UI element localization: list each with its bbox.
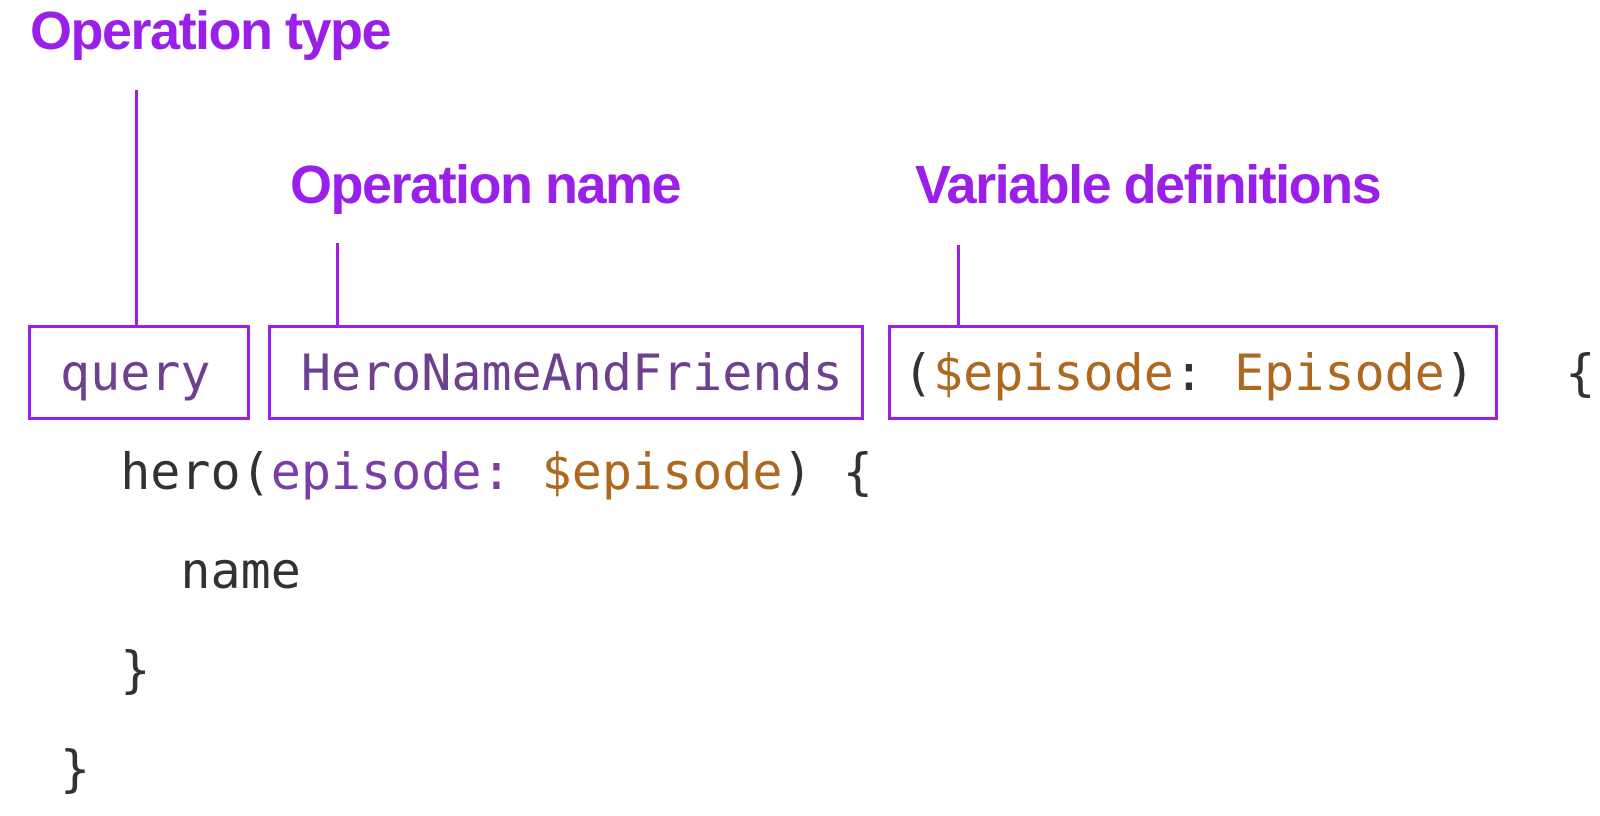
- code-token-plain: hero(: [60, 443, 271, 501]
- code-token-plain: [1204, 344, 1234, 402]
- code-token-plain: ): [1444, 344, 1475, 402]
- code-token-var: $episode: [541, 443, 783, 501]
- code-token-plain: [843, 344, 903, 402]
- variable-definitions-connector-line: [957, 245, 960, 325]
- code-token-plain: ) {: [782, 443, 873, 501]
- code-token-plain: {: [1565, 344, 1596, 402]
- code-line-inner-close-brace: }: [60, 621, 1595, 720]
- code-token-var: Episode: [1234, 344, 1445, 402]
- code-token-plain: (: [902, 344, 934, 402]
- operation-name-label: Operation name: [290, 155, 682, 215]
- code-token-plain: }: [60, 641, 151, 699]
- code-line-hero-field: hero(episode: $episode) {: [60, 423, 1595, 522]
- code-token-var: $episode: [933, 344, 1174, 402]
- code-token-kw: query: [60, 344, 211, 402]
- code-token-kw: HeroNameAndFriends: [300, 344, 843, 402]
- code-line-query-signature: query HeroNameAndFriends ($episode: Epis…: [60, 324, 1595, 423]
- code-token-plain: [211, 344, 301, 402]
- code-line-outer-close-brace: }: [60, 720, 1595, 816]
- operation-type-box: [28, 325, 250, 420]
- code-line-name-field: name: [60, 522, 1595, 621]
- code-token-plain: [512, 443, 542, 501]
- operation-name-connector-line: [336, 243, 339, 325]
- operation-type-label: Operation type: [30, 1, 392, 61]
- operation-name-box: [268, 325, 864, 420]
- variable-definitions-label: Variable definitions: [915, 155, 1382, 215]
- variable-definitions-box: [888, 325, 1498, 420]
- code-token-attr: episode:: [270, 443, 512, 501]
- code-token-plain: :: [1173, 344, 1204, 402]
- operation-type-connector-line: [135, 90, 138, 325]
- code-token-plain: }: [60, 740, 91, 798]
- code-token-plain: [1475, 344, 1565, 402]
- graphql-query-code: query HeroNameAndFriends ($episode: Epis…: [60, 324, 1595, 816]
- code-token-plain: name: [60, 542, 301, 600]
